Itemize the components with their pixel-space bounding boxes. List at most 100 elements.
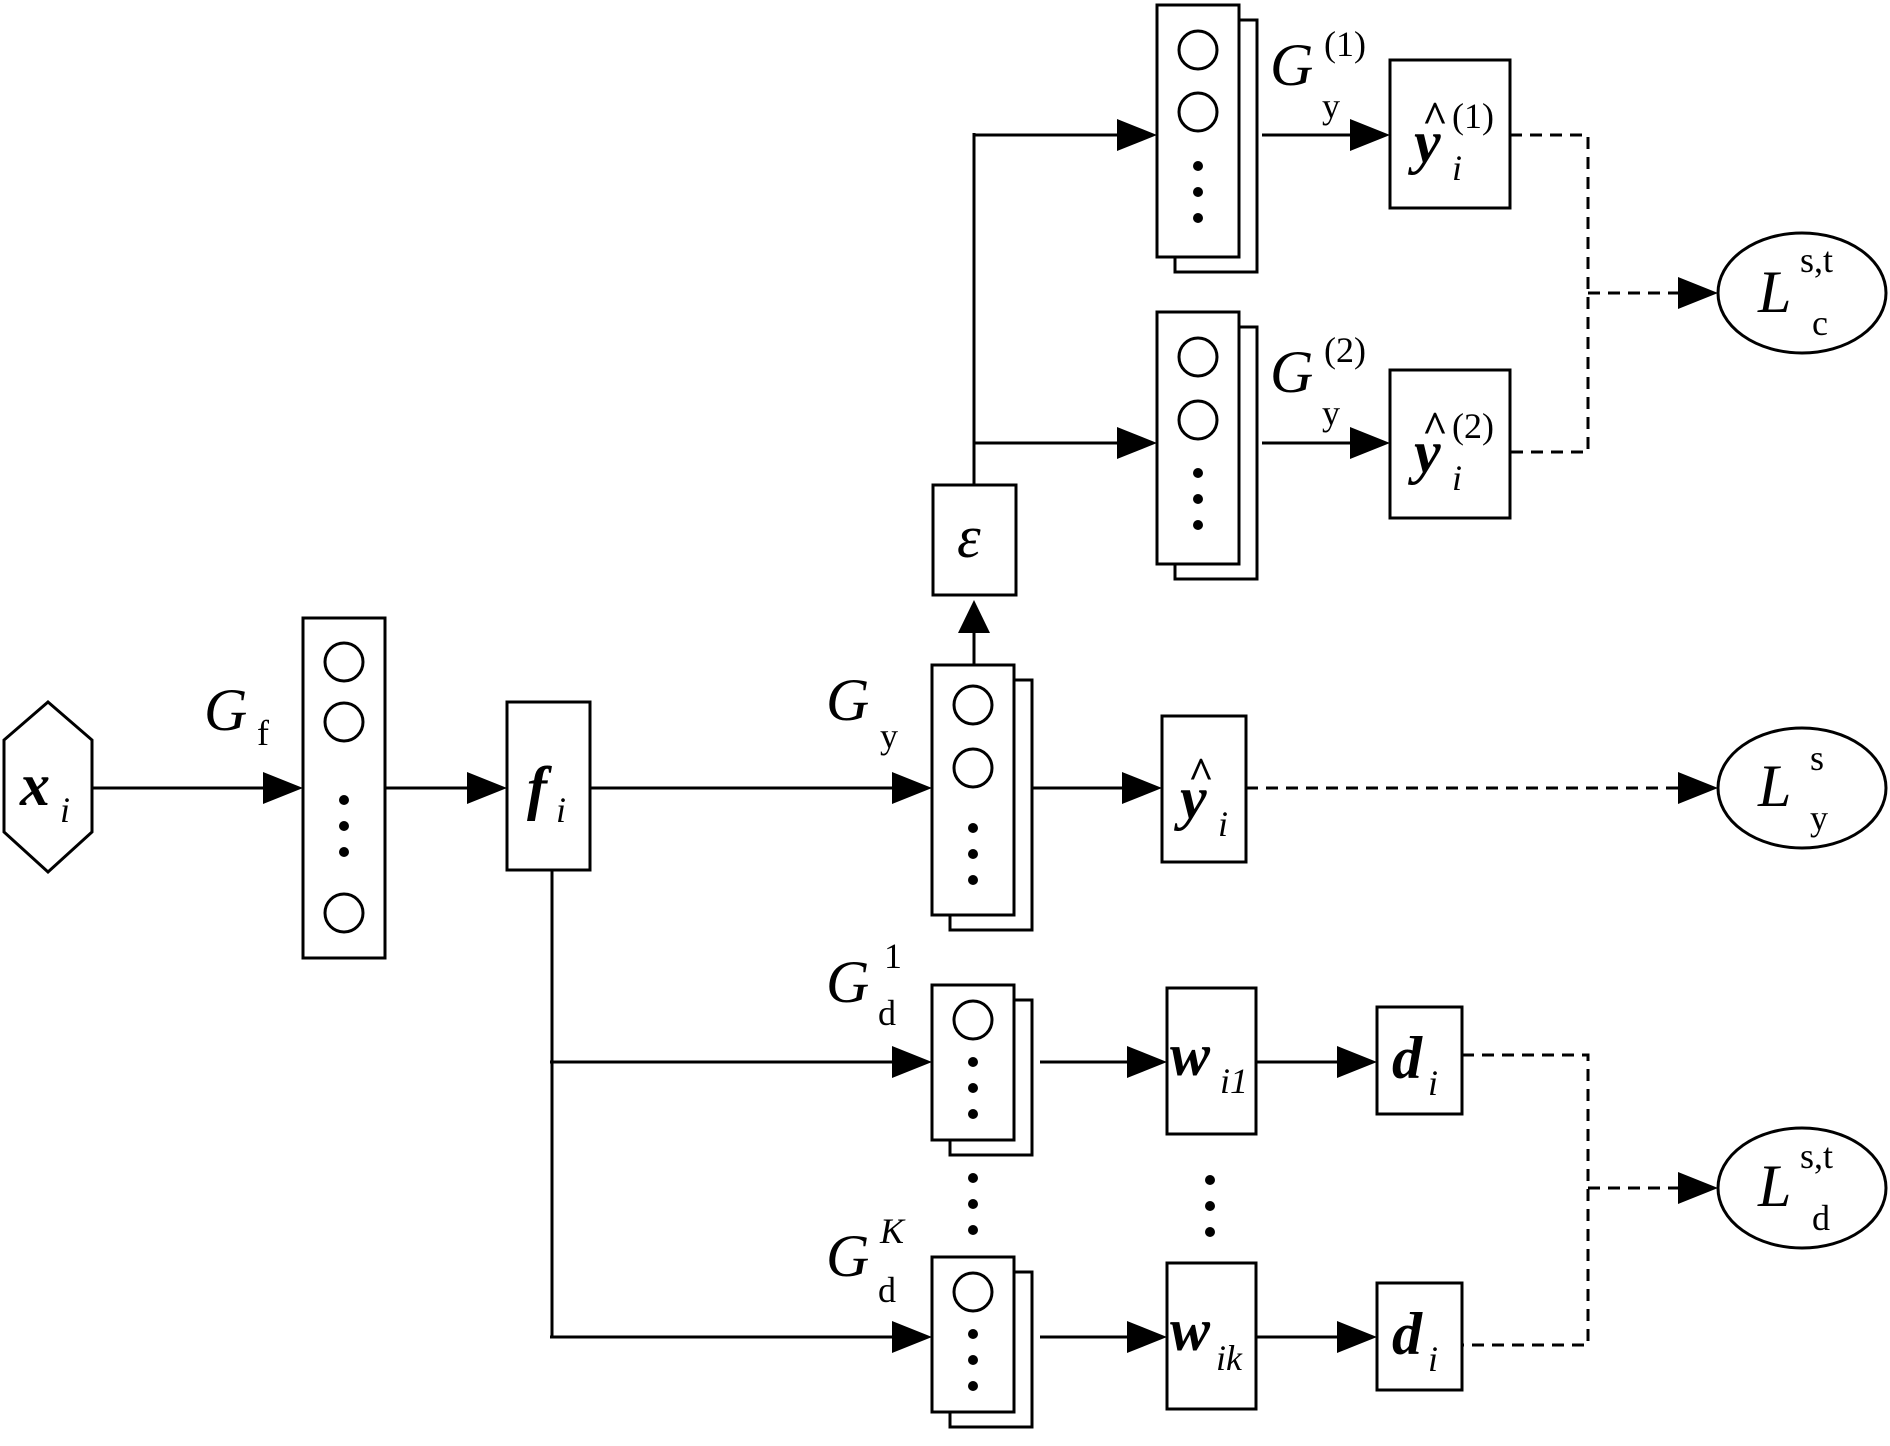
gf-subscript: f: [257, 713, 269, 753]
ellipsis-dot: [968, 1173, 978, 1183]
arrow-head: [958, 600, 990, 633]
weight-box-wi1: w i1: [1165, 986, 1258, 1136]
dk-box: [1375, 1281, 1464, 1392]
lc-superscript: s,t: [1800, 240, 1833, 280]
x-subscript: i: [60, 790, 70, 830]
ellipsis-dot: [1193, 161, 1203, 171]
network-gf: G f: [204, 616, 387, 960]
arrow-head: [1337, 1321, 1377, 1353]
feature-box-f: f i: [505, 700, 592, 872]
yhat-box: [1160, 714, 1248, 864]
ly-superscript: s: [1810, 738, 1824, 778]
lc-label: L: [1757, 259, 1791, 325]
domain-box-dk: d i: [1375, 1281, 1464, 1392]
arrow-head: [467, 772, 507, 804]
neuron-circle: [952, 684, 994, 726]
hat-mark: ^: [1422, 93, 1447, 142]
ellipsis-dot: [968, 1355, 978, 1365]
ellipsis-dot: [1193, 520, 1203, 530]
loss-lc: L s,t c: [1716, 231, 1888, 355]
gy-subscript: y: [880, 716, 898, 756]
ellipsis-dot: [339, 821, 349, 831]
arrow-head: [1678, 1172, 1718, 1204]
ellipsis-dot: [968, 1329, 978, 1339]
arrow-head: [1678, 772, 1718, 804]
neuron-circle: [323, 641, 365, 683]
ly-subscript: y: [1810, 798, 1828, 838]
ellipsis-dot: [968, 1225, 978, 1235]
wik-label: w: [1170, 1297, 1211, 1363]
gd1-label: G: [826, 949, 869, 1015]
neuron-circle: [1177, 29, 1219, 71]
wik-subscript: ik: [1216, 1338, 1243, 1378]
epsilon-box: ε: [931, 483, 1018, 597]
weight-box-wik: w ik: [1165, 1261, 1258, 1411]
ellipsis-dot: [1193, 187, 1203, 197]
gd1-subscript: d: [878, 993, 896, 1033]
ellipsis-dot: [339, 847, 349, 857]
network-gdk: G K d: [826, 1211, 1034, 1429]
f-box: [505, 700, 592, 872]
arrow-head: [1117, 427, 1157, 459]
gy1-label: G: [1270, 32, 1313, 98]
arrowheads: [263, 119, 1718, 1353]
gy2-label: G: [1270, 339, 1313, 405]
ld-subscript: d: [1812, 1198, 1830, 1238]
ellipsis-dot: [968, 849, 978, 859]
ellipsis-dot: [339, 795, 349, 805]
yhat1-box: [1388, 58, 1512, 210]
yhat1-subscript: i: [1452, 148, 1462, 188]
ellipsis-dot: [968, 1199, 978, 1209]
output-yhat: ^ y i: [1160, 714, 1248, 864]
connectors: [92, 133, 1352, 1339]
ellipsis-dot: [968, 823, 978, 833]
loss-connectors: [1246, 133, 1680, 1347]
output-yhat2: ^ y (2) i: [1388, 368, 1512, 520]
yhat1-superscript: (1): [1452, 96, 1494, 136]
arrow-head: [892, 1321, 932, 1353]
network-gd1: G 1 d: [826, 936, 1034, 1157]
gy1-superscript: (1): [1324, 24, 1366, 64]
x-label: x: [19, 752, 50, 818]
yhat2-label: y: [1408, 419, 1441, 485]
gy2-superscript: (2): [1324, 330, 1366, 370]
arrow-head: [263, 772, 303, 804]
dk-subscript: i: [1428, 1339, 1438, 1379]
lc-ellipse: [1716, 231, 1888, 355]
gdk-superscript: K: [879, 1211, 906, 1251]
gy-label: G: [826, 667, 869, 733]
arrow-head: [1337, 1046, 1377, 1078]
eps-label: ε: [957, 504, 981, 570]
network-gy2: G (2) y: [1155, 310, 1366, 581]
arrow-head: [1350, 119, 1390, 151]
ly-ellipse: [1716, 726, 1888, 850]
neuron-circle: [1177, 336, 1219, 378]
yhat2-superscript: (2): [1452, 406, 1494, 446]
gdk-label: G: [826, 1223, 869, 1289]
yhat2-subscript: i: [1452, 458, 1462, 498]
input-node-x: x i: [2, 700, 94, 875]
yhat-label: y: [1174, 765, 1207, 831]
gf-label: G: [204, 677, 247, 743]
hat-mark: ^: [1188, 749, 1213, 798]
ellipsis-dot: [1193, 468, 1203, 478]
arrow-head: [1117, 119, 1157, 151]
gd1-superscript: 1: [884, 936, 902, 976]
dk-label: d: [1392, 1301, 1423, 1367]
hexagon-shape: [2, 700, 94, 875]
dashed-bracket-d: [1462, 1053, 1590, 1347]
ly-label: L: [1757, 753, 1791, 819]
ellipsis-dot: [968, 1057, 978, 1067]
arrow-head: [1350, 427, 1390, 459]
vertical-ellipsis-w: [1205, 1175, 1215, 1237]
neuron-circle: [952, 1271, 994, 1313]
eps-box: [931, 483, 1018, 597]
d1-subscript: i: [1428, 1063, 1438, 1103]
wi1-box: [1165, 986, 1258, 1136]
gy2-subscript: y: [1322, 393, 1340, 433]
arrow-head: [1127, 1046, 1167, 1078]
ellipsis-dot: [1193, 213, 1203, 223]
d1-label: d: [1392, 1025, 1423, 1091]
arrow-head: [1127, 1321, 1167, 1353]
